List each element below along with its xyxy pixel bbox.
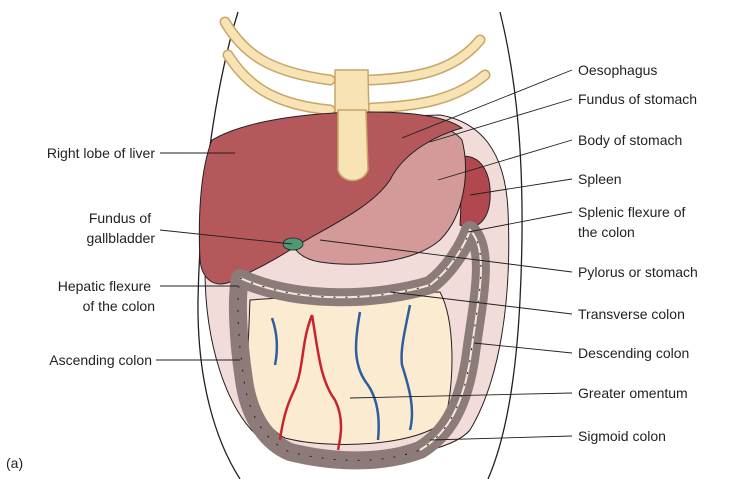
label-greater-omentum: Greater omentum: [578, 385, 688, 401]
label-spleen: Spleen: [578, 171, 622, 187]
label-descending-colon: Descending colon: [578, 345, 689, 361]
label-transverse-colon: Transverse colon: [578, 306, 685, 322]
label-splenic-flexure: Splenic flexure of the colon: [578, 204, 689, 240]
gallbladder-fundus: [283, 238, 303, 250]
xiphoid: [338, 110, 368, 181]
greater-omentum: [248, 292, 452, 444]
panel-label: (a): [6, 455, 23, 471]
label-right-lobe-of-liver: Right lobe of liver: [47, 145, 156, 161]
label-pylorus: Pylorus or stomach: [578, 264, 698, 280]
label-hepatic-flexure: Hepatic flexure of the colon: [58, 278, 155, 314]
label-fundus-of-gallbladder: Fundus of gallbladder: [87, 210, 156, 246]
label-ascending-colon: Ascending colon: [49, 352, 152, 368]
label-fundus-of-stomach: Fundus of stomach: [578, 91, 697, 107]
label-body-of-stomach: Body of stomach: [578, 132, 682, 148]
label-oesophagus: Oesophagus: [578, 62, 657, 78]
label-sigmoid-colon: Sigmoid colon: [578, 428, 666, 444]
